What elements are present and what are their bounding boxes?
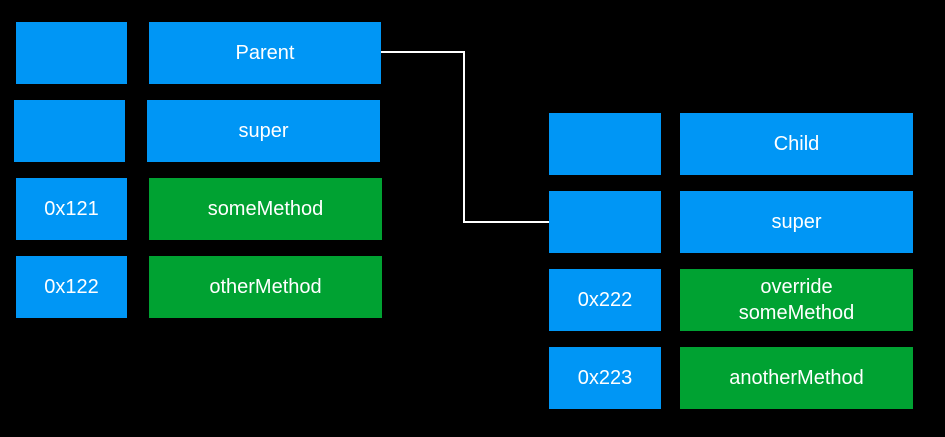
child-method-name: override someMethod	[680, 269, 913, 331]
parent-method-address: 0x121	[16, 178, 127, 240]
child-method-name: anotherMethod	[680, 347, 913, 409]
child-row-1-address	[549, 191, 661, 253]
child-class-name: Child	[680, 113, 913, 175]
child-super-slot: super	[680, 191, 913, 253]
parent-method-name: someMethod	[149, 178, 382, 240]
parent-super-slot: super	[147, 100, 380, 162]
parent-method-address: 0x122	[16, 256, 127, 318]
child-method-address: 0x222	[549, 269, 661, 331]
parent-row-1-address	[14, 100, 125, 162]
child-row-0-address	[549, 113, 661, 175]
child-method-address: 0x223	[549, 347, 661, 409]
parent-class-name: Parent	[149, 22, 381, 84]
parent-row-0-address	[16, 22, 127, 84]
parent-method-name: otherMethod	[149, 256, 382, 318]
